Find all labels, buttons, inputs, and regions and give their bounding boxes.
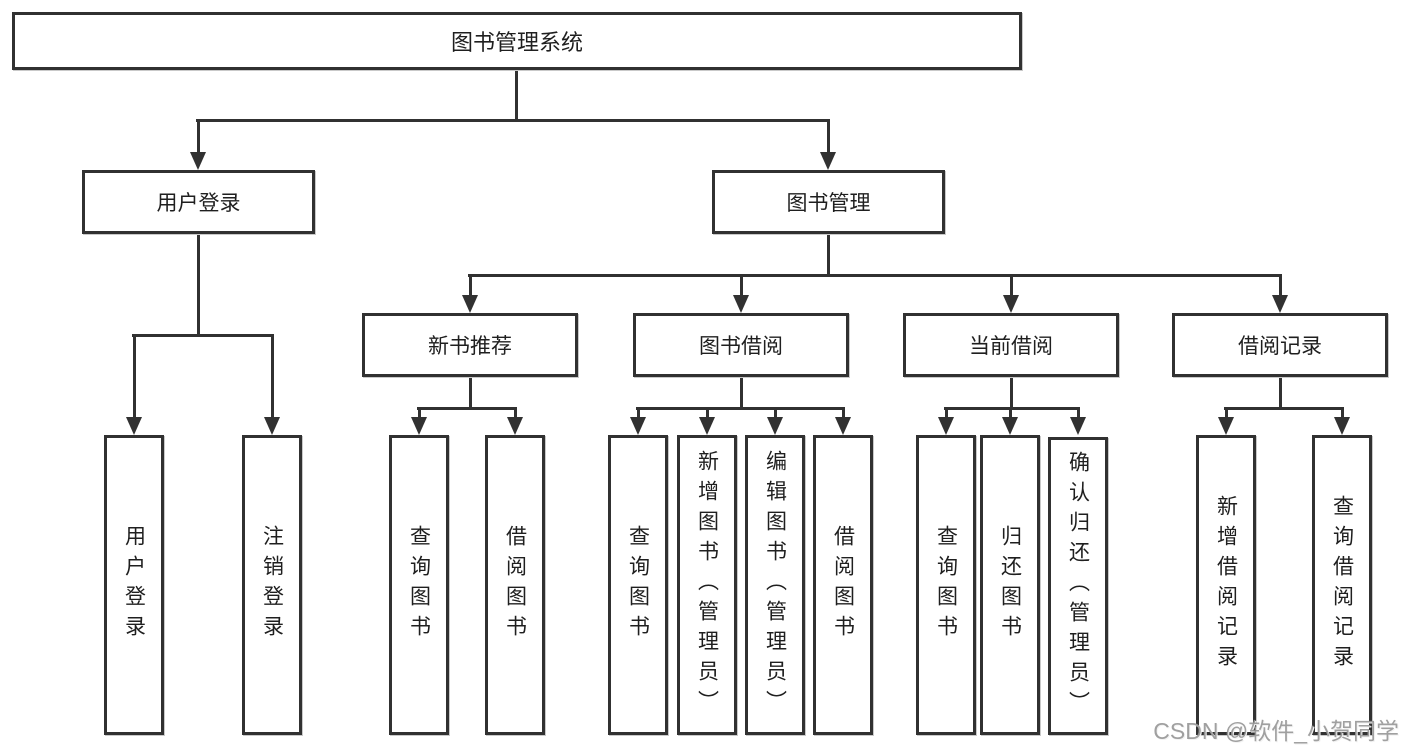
arrow-down-icon — [820, 152, 836, 170]
connector-arrow-stem — [418, 408, 421, 419]
arrow-down-icon — [699, 417, 715, 435]
arrow-down-icon — [1334, 417, 1350, 435]
leaf-return-books: 归还图书 — [980, 435, 1040, 735]
arrow-down-icon — [264, 417, 280, 435]
connector-borrowing-hline — [636, 407, 845, 410]
arrow-down-icon — [507, 417, 523, 435]
node-label: 确认归还（管理员） — [1066, 451, 1090, 721]
leaf-add-borrow-record: 新增借阅记录 — [1196, 435, 1256, 735]
connector-arrow-stem — [514, 408, 517, 419]
watermark-text: CSDN @软件_小贺同学 — [1153, 718, 1399, 744]
node-label: 用户登录 — [156, 192, 241, 215]
arrow-down-icon — [126, 417, 142, 435]
node-label: 查询借阅记录 — [1330, 495, 1354, 675]
connector-arrow-stem — [706, 408, 709, 419]
connector-book-mgmt-hline — [468, 274, 1282, 277]
connector-arrow-stem — [271, 335, 274, 419]
connector-recommend-hline — [417, 407, 517, 410]
arrow-down-icon — [767, 417, 783, 435]
arrow-down-icon — [733, 295, 749, 313]
node-label: 新增借阅记录 — [1214, 495, 1238, 675]
connector-arrow-stem — [945, 408, 948, 419]
arrow-down-icon — [938, 417, 954, 435]
connector-arrow-stem — [1010, 275, 1013, 297]
connector-arrow-stem — [133, 335, 136, 419]
node-label: 借阅记录 — [1238, 335, 1322, 358]
leaf-borrow-books-recommend: 借阅图书 — [485, 435, 545, 735]
leaf-query-books-recommend: 查询图书 — [389, 435, 449, 735]
connector-arrow-stem — [1279, 275, 1282, 297]
connector-root-stub — [515, 70, 518, 120]
node-library-management-system: 图书管理系统 — [12, 12, 1022, 70]
node-book-borrowing: 图书借阅 — [633, 313, 849, 377]
connector-arrow-stem — [1225, 408, 1228, 419]
connector-arrow-stem — [1077, 408, 1080, 419]
node-current-borrowing: 当前借阅 — [903, 313, 1119, 377]
leaf-query-books-borrowing: 查询图书 — [608, 435, 668, 735]
node-label: 图书管理 — [786, 192, 871, 215]
node-label: 图书借阅 — [699, 335, 783, 358]
connector-arrow-stem — [842, 408, 845, 419]
leaf-confirm-return-admin: 确认归还（管理员） — [1048, 437, 1108, 735]
node-label: 新书推荐 — [428, 335, 512, 358]
connector-borrowing-stub — [740, 377, 743, 408]
connector-recommend-stub — [469, 377, 472, 408]
leaf-add-book-admin: 新增图书（管理员） — [677, 435, 737, 735]
connector-root-hline — [196, 119, 830, 122]
node-borrowing-records: 借阅记录 — [1172, 313, 1388, 377]
connector-arrow-stem — [197, 120, 200, 154]
node-label: 借阅图书 — [503, 525, 527, 645]
arrow-down-icon — [1218, 417, 1234, 435]
node-label: 归还图书 — [998, 525, 1022, 645]
connector-arrow-stem — [1341, 408, 1344, 419]
arrow-down-icon — [1272, 295, 1288, 313]
leaf-edit-book-admin: 编辑图书（管理员） — [745, 435, 805, 735]
node-label: 注销登录 — [260, 525, 284, 645]
connector-current-hline — [944, 407, 1080, 410]
connector-arrow-stem — [774, 408, 777, 419]
arrow-down-icon — [462, 295, 478, 313]
connector-user-login-stub — [197, 234, 200, 335]
arrow-down-icon — [1002, 417, 1018, 435]
node-label: 图书管理系统 — [450, 30, 583, 55]
connector-arrow-stem — [637, 408, 640, 419]
connector-arrow-stem — [1009, 408, 1012, 419]
leaf-borrow-books-borrowing: 借阅图书 — [813, 435, 873, 735]
leaf-query-books-current: 查询图书 — [916, 435, 976, 735]
node-label: 新增图书（管理员） — [695, 450, 719, 720]
node-label: 用户登录 — [122, 525, 146, 645]
arrow-down-icon — [411, 417, 427, 435]
node-new-book-recommendation: 新书推荐 — [362, 313, 578, 377]
leaf-query-borrow-record: 查询借阅记录 — [1312, 435, 1372, 735]
node-user-login: 用户登录 — [82, 170, 315, 234]
connector-user-login-hline — [132, 334, 274, 337]
connector-current-stub — [1010, 377, 1013, 408]
arrow-down-icon — [630, 417, 646, 435]
connector-arrow-stem — [469, 275, 472, 297]
csdn-watermark: CSDN @软件_小贺同学 — [1153, 712, 1399, 746]
connector-records-hline — [1224, 407, 1344, 410]
node-label: 查询图书 — [626, 525, 650, 645]
arrow-down-icon — [1070, 417, 1086, 435]
connector-arrow-stem — [827, 120, 830, 154]
node-label: 查询图书 — [407, 525, 431, 645]
arrow-down-icon — [190, 152, 206, 170]
leaf-logout: 注销登录 — [242, 435, 302, 735]
connector-arrow-stem — [740, 275, 743, 297]
leaf-user-login: 用户登录 — [104, 435, 164, 735]
node-book-management: 图书管理 — [712, 170, 945, 234]
node-label: 查询图书 — [934, 525, 958, 645]
node-label: 编辑图书（管理员） — [763, 450, 787, 720]
arrow-down-icon — [835, 417, 851, 435]
connector-book-mgmt-stub — [827, 234, 830, 275]
arrow-down-icon — [1003, 295, 1019, 313]
connector-records-stub — [1279, 377, 1282, 408]
node-label: 借阅图书 — [831, 525, 855, 645]
node-label: 当前借阅 — [969, 335, 1053, 358]
